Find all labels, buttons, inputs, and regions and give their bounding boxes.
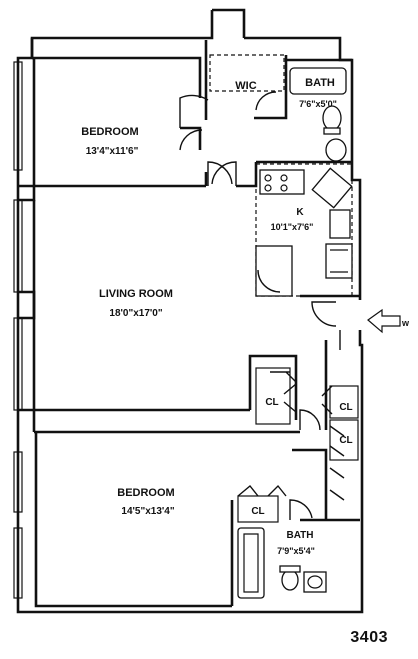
refrigerator-icon (325, 243, 353, 279)
kitchen-name: K (296, 207, 304, 218)
entry-arrow-icon (367, 308, 401, 334)
door-swings (179, 91, 341, 520)
kitchen-dims: 10'1"x7'6" (271, 222, 314, 232)
bath2-name: BATH (286, 530, 313, 541)
wic-bath-walls (204, 40, 352, 164)
bedroom2-walls (34, 430, 360, 608)
wic-name: WIC (235, 80, 256, 92)
outer-walls (13, 8, 364, 614)
bath1-name: BATH (305, 77, 335, 89)
living-dims: 18'0"x17'0" (109, 308, 162, 319)
toilet-icon (322, 105, 342, 131)
bathtub-icon (289, 67, 347, 95)
kitchen-sink-icon (311, 167, 353, 209)
closet3-name: CL (339, 435, 352, 446)
bath1-dims: 7'6"x5'0" (299, 99, 337, 109)
closet1-name: CL (265, 397, 278, 408)
sink-icon (325, 138, 347, 162)
living-walls (18, 200, 360, 432)
living-name: LIVING ROOM (99, 288, 173, 300)
closet-walls (237, 367, 359, 523)
closet2-name: CL (339, 402, 352, 413)
bedroom2-name: BEDROOM (117, 487, 174, 499)
bedroom1-name: BEDROOM (81, 126, 138, 138)
toilet2-icon (281, 569, 299, 591)
plan-id: 3403 (350, 629, 388, 646)
closet4-name: CL (251, 506, 264, 517)
bathtub2-icon (237, 527, 265, 599)
bedroom2-dims: 14'5"x13'4" (121, 506, 174, 517)
bedroom1-dims: 13'4"x11'6" (86, 146, 139, 157)
sink2-icon (303, 571, 327, 593)
bath2-dims: 7'9"x5'4" (277, 546, 315, 556)
entry-arrow-label: w (401, 318, 410, 328)
kitchen-walls (255, 163, 353, 297)
